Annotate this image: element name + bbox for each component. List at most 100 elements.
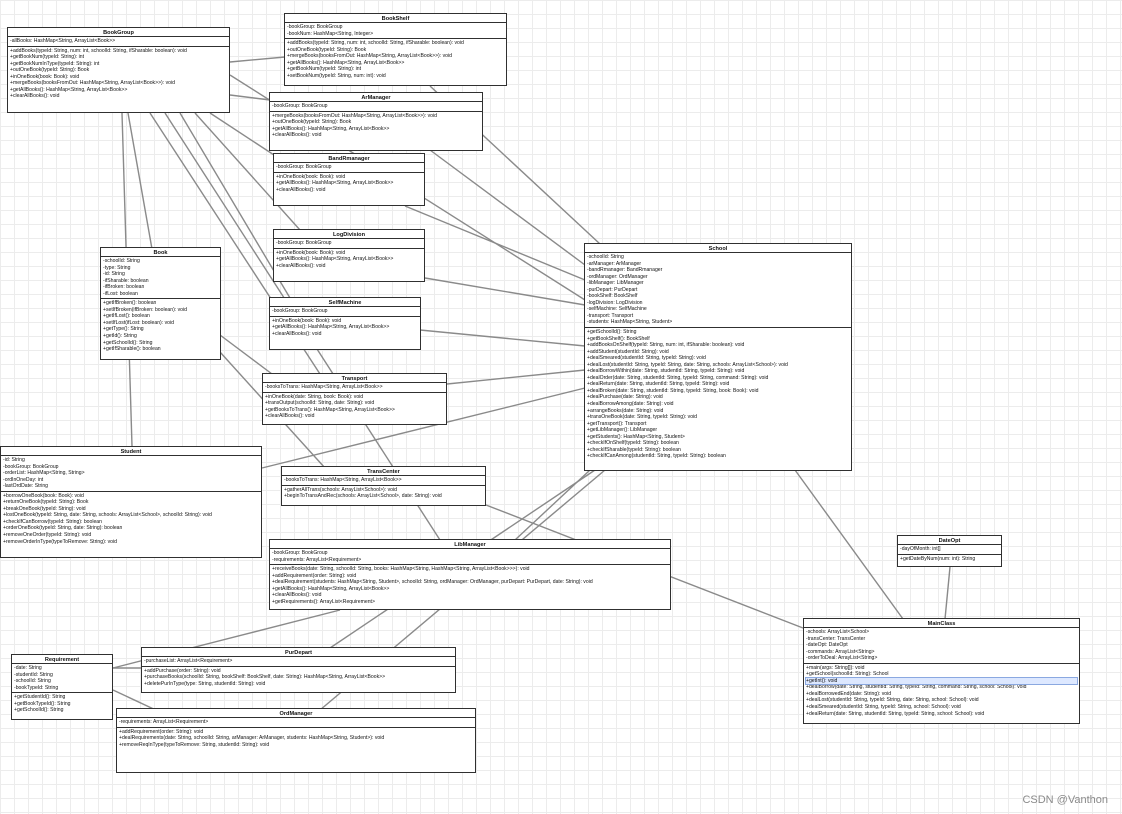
method-row[interactable]: +purchaseBooks(schoolId: String, bookShe… xyxy=(144,674,386,681)
method-row[interactable]: +transOneBook(date: String, typeId: Stri… xyxy=(587,414,697,421)
class-mainclass[interactable]: MainClass-schools: ArrayList<School>-tra… xyxy=(803,618,1080,724)
method-row[interactable]: +dealBorrowAmong(date: String): void xyxy=(587,401,674,408)
class-logdivision[interactable]: LogDivision-bookGroup: BookGroup+inOneBo… xyxy=(273,229,425,282)
method-row[interactable]: +addBooks(typeId: String, num: int, scho… xyxy=(10,47,187,54)
method-row[interactable]: +getStudentId(): String xyxy=(14,694,66,701)
method-row[interactable]: +receiveBooks(date: String, schoolId: St… xyxy=(272,566,530,573)
method-row[interactable]: +getSchoolId(): String xyxy=(587,329,637,336)
method-row[interactable]: +clearAllBooks(): void xyxy=(276,186,326,193)
class-transcenter[interactable]: TransCenter-booksToTrans: HashMap<String… xyxy=(281,466,486,506)
method-row[interactable]: +mergeBooks(booksFromOut: HashMap<String… xyxy=(10,80,175,87)
attribute-row[interactable]: -schools: ArrayList<School> xyxy=(806,629,870,635)
attribute-row[interactable]: -date: String xyxy=(14,665,42,671)
method-row[interactable]: +dealRequirement(students: HashMap<Strin… xyxy=(272,579,593,586)
class-libmanager[interactable]: LibManager-bookGroup: BookGroup-requirem… xyxy=(269,539,671,610)
method-row[interactable]: +getAllBooks(): HashMap<String, ArrayLis… xyxy=(272,324,390,331)
method-row[interactable]: +inOneBook(book: Book): void xyxy=(276,173,346,180)
attribute-row[interactable]: -allBooks: HashMap<String, ArrayList<Boo… xyxy=(10,38,116,44)
method-row[interactable]: +addBooksOnShelf(typeId: String, num: in… xyxy=(587,342,745,349)
method-row[interactable]: +getIfSharable(): boolean xyxy=(103,346,161,353)
attribute-row[interactable]: -transport: Transport xyxy=(587,312,634,319)
method-row[interactable]: +getSchool(schoolId: String): School xyxy=(806,671,889,678)
attribute-row[interactable]: -ifBroken: boolean xyxy=(103,284,145,291)
method-row[interactable]: +removeOrderInType(typeToRemove: String)… xyxy=(3,538,117,545)
method-row[interactable]: +dealBorrowedEnd(date: String): void xyxy=(806,690,892,697)
method-row[interactable]: +returnOneBook(typeId: String): Book xyxy=(3,499,89,506)
method-row[interactable]: +getDateByNum(num: int): String xyxy=(900,555,976,562)
method-row[interactable]: +getId(): String xyxy=(103,333,137,340)
method-row[interactable]: +clearAllBooks(): void xyxy=(272,592,322,599)
method-row[interactable]: +dealBorrowWithin(date: String, studentI… xyxy=(587,368,745,375)
method-row[interactable]: +clearAllBooks(): void xyxy=(265,413,315,420)
attribute-row[interactable]: -lastOrdDate: String xyxy=(3,483,49,490)
class-selfmachine[interactable]: SelfMachine-bookGroup: BookGroup+inOneBo… xyxy=(269,297,421,350)
attribute-row[interactable]: -libManager: LibManager xyxy=(587,280,644,287)
attribute-row[interactable]: -dayOfMonth: int[] xyxy=(900,546,941,552)
method-row[interactable]: +getBookNumInType(typeId: String): int xyxy=(10,60,100,67)
method-row[interactable]: +getTransport(): Transport xyxy=(587,420,647,427)
attribute-row[interactable]: -bandRmanager: BandRmanager xyxy=(587,267,663,274)
method-row[interactable]: +getLibManager(): LibManager xyxy=(587,427,658,434)
attribute-row[interactable]: -bookShelf: BookShelf xyxy=(587,293,638,300)
method-row[interactable]: +removeOneOrder(typeId: String): void xyxy=(3,532,92,539)
class-armanager[interactable]: ArManager-bookGroup: BookGroup+mergeBook… xyxy=(269,92,483,151)
method-row[interactable]: +dealPurchase(date: String): void xyxy=(587,394,663,401)
method-row[interactable]: +mergeBooks(booksFromOut: HashMap<String… xyxy=(287,53,452,60)
attribute-row[interactable]: -orderToDeal: ArrayList<String> xyxy=(806,655,878,662)
method-row[interactable]: +inOneBook(date: String, book: Book): vo… xyxy=(265,393,364,400)
method-row[interactable]: +removeReqInType(typeToRemove: String, s… xyxy=(119,741,270,748)
class-requirement[interactable]: Requirement-date: String-studentId: Stri… xyxy=(11,654,113,720)
method-row[interactable]: +outOneBook(typeId: String): Book xyxy=(287,46,367,53)
method-row[interactable]: +dealLost(studentId: String, typeId: Str… xyxy=(587,361,788,368)
attribute-row[interactable]: -bookGroup: BookGroup xyxy=(272,308,328,314)
method-row[interactable]: +dealBroken(date: String, studentId: Str… xyxy=(587,387,759,394)
attribute-row[interactable]: -schoolId: String xyxy=(14,678,51,685)
attribute-row[interactable]: -id: String xyxy=(3,457,25,463)
method-row[interactable]: +checkIfCanAmong(studentId: String, type… xyxy=(587,453,726,460)
attribute-row[interactable]: -commands: ArrayList<String> xyxy=(806,648,875,655)
attribute-row[interactable]: -orderList: HashMap<String, String> xyxy=(3,470,85,477)
class-purdepart[interactable]: PurDepart-purchaseList: ArrayList<Requir… xyxy=(141,647,456,693)
attribute-row[interactable]: -schoolId: String xyxy=(103,258,140,264)
method-row[interactable]: +getAllBooks(): HashMap<String, ArrayLis… xyxy=(10,86,128,93)
method-row[interactable]: +checkIfSharable(typeId: String): boolea… xyxy=(587,446,681,453)
method-row[interactable]: +arrangeBooks(date: String): void xyxy=(587,407,664,414)
method-row[interactable]: +clearAllBooks(): void xyxy=(272,330,322,337)
method-row[interactable]: +getAllBooks(): HashMap<String, ArrayLis… xyxy=(287,59,405,66)
method-row[interactable]: +dealReturn(date: String, studentId: Str… xyxy=(587,381,730,388)
attribute-row[interactable]: -purDepart: PurDepart xyxy=(587,286,638,293)
attribute-row[interactable]: -booksToTrans: HashMap<String, ArrayList… xyxy=(284,477,402,483)
attribute-row[interactable]: -bookGroup: BookGroup xyxy=(287,24,343,30)
method-row[interactable]: +getInt(): void xyxy=(805,676,1078,686)
attribute-row[interactable]: -id: String xyxy=(103,271,125,278)
attribute-row[interactable]: -students: HashMap<String, Student> xyxy=(587,319,673,326)
method-row[interactable]: +setIfLost(ifLost: boolean): void xyxy=(103,319,174,326)
method-row[interactable]: +getSchoolId(): String xyxy=(14,707,64,714)
method-row[interactable]: +clearAllBooks(): void xyxy=(10,93,60,100)
method-row[interactable]: +setBookNum(typeId: String, num: int): v… xyxy=(287,72,386,79)
method-row[interactable]: +outOneBook(typeId: String): Book xyxy=(272,119,352,126)
attribute-row[interactable]: -bookGroup: BookGroup xyxy=(272,103,328,109)
class-bandrmanager[interactable]: BandRmanager-bookGroup: BookGroup+inOneB… xyxy=(273,153,425,206)
attribute-row[interactable]: -transCenter: TransCenter xyxy=(806,635,866,642)
attribute-row[interactable]: -bookTypeId: String xyxy=(14,684,59,691)
method-row[interactable]: +dealLost(studentId: String, typeId: Str… xyxy=(806,697,979,704)
method-row[interactable]: +getAllBooks(): HashMap<String, ArrayLis… xyxy=(276,180,394,187)
method-row[interactable]: +beginToTransAndRec(schools: ArrayList<S… xyxy=(284,493,442,500)
class-ordmanager[interactable]: OrdManager-requirements: ArrayList<Requi… xyxy=(116,708,476,773)
method-row[interactable]: +clearAllBooks(): void xyxy=(272,132,322,139)
method-row[interactable]: +getStudents(): HashMap<String, Student> xyxy=(587,433,685,440)
attribute-row[interactable]: -booksToTrans: HashMap<String, ArrayList… xyxy=(265,384,383,390)
method-row[interactable]: +getAllBooks(): HashMap<String, ArrayLis… xyxy=(272,585,390,592)
method-row[interactable]: +dealBorrow(date: String, studentId: Str… xyxy=(806,684,1027,691)
method-row[interactable]: +getRequirements(): ArrayList<Requiremen… xyxy=(272,598,375,605)
class-bookgroup[interactable]: BookGroup-allBooks: HashMap<String, Arra… xyxy=(7,27,230,113)
attribute-row[interactable]: -schoolId: String xyxy=(587,254,624,260)
attribute-row[interactable]: -bookNum: HashMap<String, Integer> xyxy=(287,30,374,37)
method-row[interactable]: +transOutput(schoolId: String, date: Str… xyxy=(265,400,375,407)
method-row[interactable]: +getBookShelf(): BookShelf xyxy=(587,335,650,342)
attribute-row[interactable]: -studentId: String xyxy=(14,671,53,678)
attribute-row[interactable]: -dateOpt: DateOpt xyxy=(806,642,848,649)
method-row[interactable]: +dealOrder(date: String, studentId: Stri… xyxy=(587,374,769,381)
method-row[interactable]: +lostOneBook(typeId: String, date: Strin… xyxy=(3,512,212,519)
